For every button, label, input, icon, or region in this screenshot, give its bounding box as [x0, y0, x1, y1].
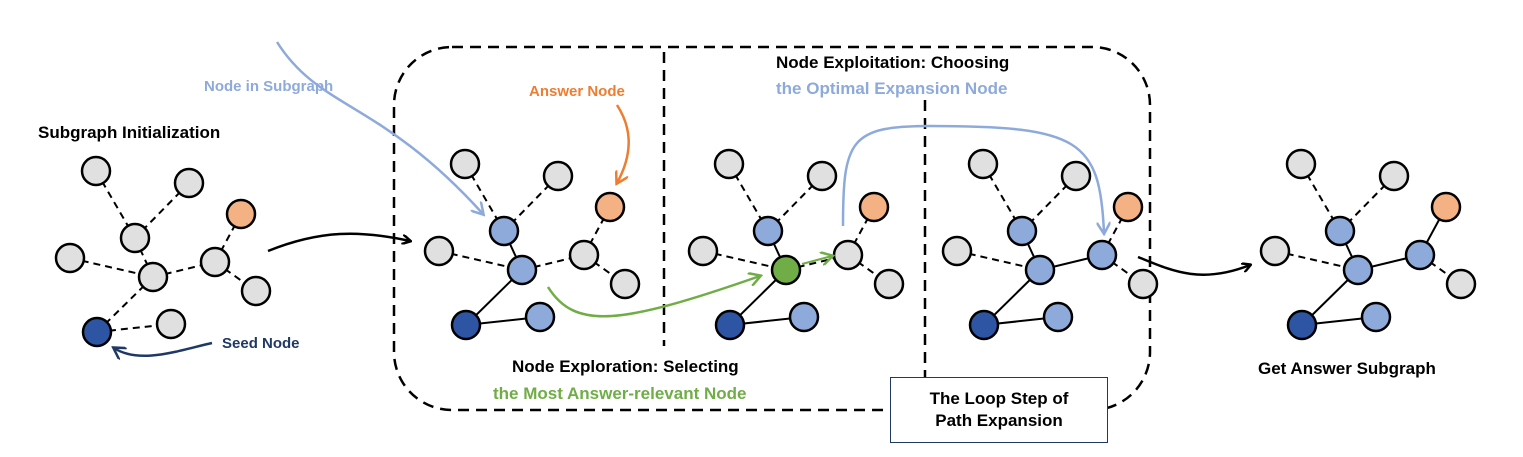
node-gray: [1285, 148, 1317, 180]
node-subgraph: [506, 254, 538, 286]
node-gray: [119, 222, 151, 254]
node-gray: [1259, 235, 1291, 267]
graph-exploitation: [941, 148, 1159, 341]
node-subgraph: [524, 301, 556, 333]
label-exploitation-sub: the Optimal Expansion Node: [776, 79, 1007, 98]
label-seed-node: Seed Node: [222, 335, 300, 352]
node-gray: [1127, 268, 1159, 300]
node-gray: [806, 160, 838, 192]
node-subgraph: [1086, 239, 1118, 271]
graph-initialization: [54, 155, 272, 348]
label-subgraph-init: Subgraph Initialization: [38, 123, 220, 142]
node-subgraph: [1404, 239, 1436, 271]
node-seed: [714, 309, 746, 341]
arrow-to-answer-subgraph: [1137, 255, 1250, 276]
node-answer: [858, 191, 890, 223]
node-gray: [423, 235, 455, 267]
label-exploration-sub: the Most Answer-relevant Node: [493, 384, 746, 403]
node-gray: [713, 148, 745, 180]
label-exploitation-title: Node Exploitation: Choosing: [776, 53, 1009, 72]
node-gray: [1445, 268, 1477, 300]
node-subgraph: [1042, 301, 1074, 333]
dashed-edge: [847, 206, 875, 256]
node-subgraph: [1006, 215, 1038, 247]
arrow-green-to-next: [801, 256, 832, 264]
arrow-node-in-subgraph: [275, 41, 483, 214]
arrow-exploitation: [841, 124, 1104, 233]
node-answer: [594, 191, 626, 223]
node-gray: [832, 239, 864, 271]
node-seed: [81, 316, 113, 348]
node-seed: [450, 309, 482, 341]
loop-step-line1: The Loop Step of: [929, 389, 1069, 408]
dashed-edge: [214, 213, 242, 263]
node-gray: [609, 268, 641, 300]
label-answer-node: Answer Node: [529, 83, 625, 100]
arrow-seed-node: [114, 341, 213, 356]
node-gray: [240, 275, 272, 307]
graph-answer-subgraph: [1259, 148, 1477, 341]
node-answer: [1430, 191, 1462, 223]
node-gray: [173, 167, 205, 199]
label-get-answer: Get Answer Subgraph: [1258, 359, 1436, 378]
node-gray: [54, 242, 86, 274]
arrow-exploration: [546, 276, 760, 318]
loop-step-line2: Path Expansion: [935, 411, 1063, 430]
node-gray: [568, 239, 600, 271]
node-gray: [1378, 160, 1410, 192]
node-gray: [542, 160, 574, 192]
node-gray: [687, 235, 719, 267]
node-subgraph: [788, 301, 820, 333]
node-subgraph: [1324, 215, 1356, 247]
node-gray: [80, 155, 112, 187]
dashed-edge: [583, 206, 611, 256]
graph-subgraph: [423, 148, 641, 341]
arrow-init-to-subgraph: [267, 232, 410, 253]
node-gray: [137, 261, 169, 293]
node-subgraph: [1360, 301, 1392, 333]
node-answer: [1112, 191, 1144, 223]
dashed-edge: [1101, 206, 1129, 256]
node-seed: [1286, 309, 1318, 341]
loop-region-border: [392, 45, 1152, 412]
node-gray: [967, 148, 999, 180]
node-gray: [873, 268, 905, 300]
graph-exploration: [687, 148, 905, 341]
arrow-answer-node: [617, 104, 630, 183]
node-seed: [968, 309, 1000, 341]
label-node-in-subgraph: Node in Subgraph: [204, 78, 333, 95]
node-gray: [1060, 160, 1092, 192]
node-subgraph: [752, 215, 784, 247]
node-answer: [225, 198, 257, 230]
node-gray: [199, 246, 231, 278]
node-subgraph: [488, 215, 520, 247]
node-subgraph: [1342, 254, 1374, 286]
node-subgraph: [1024, 254, 1056, 286]
node-gray: [155, 308, 187, 340]
node-gray: [941, 235, 973, 267]
label-exploration-title: Node Exploration: Selecting: [512, 357, 739, 376]
node-gray: [449, 148, 481, 180]
loop-step-box: The Loop Step of Path Expansion: [890, 377, 1108, 443]
node-selected: [770, 254, 802, 286]
